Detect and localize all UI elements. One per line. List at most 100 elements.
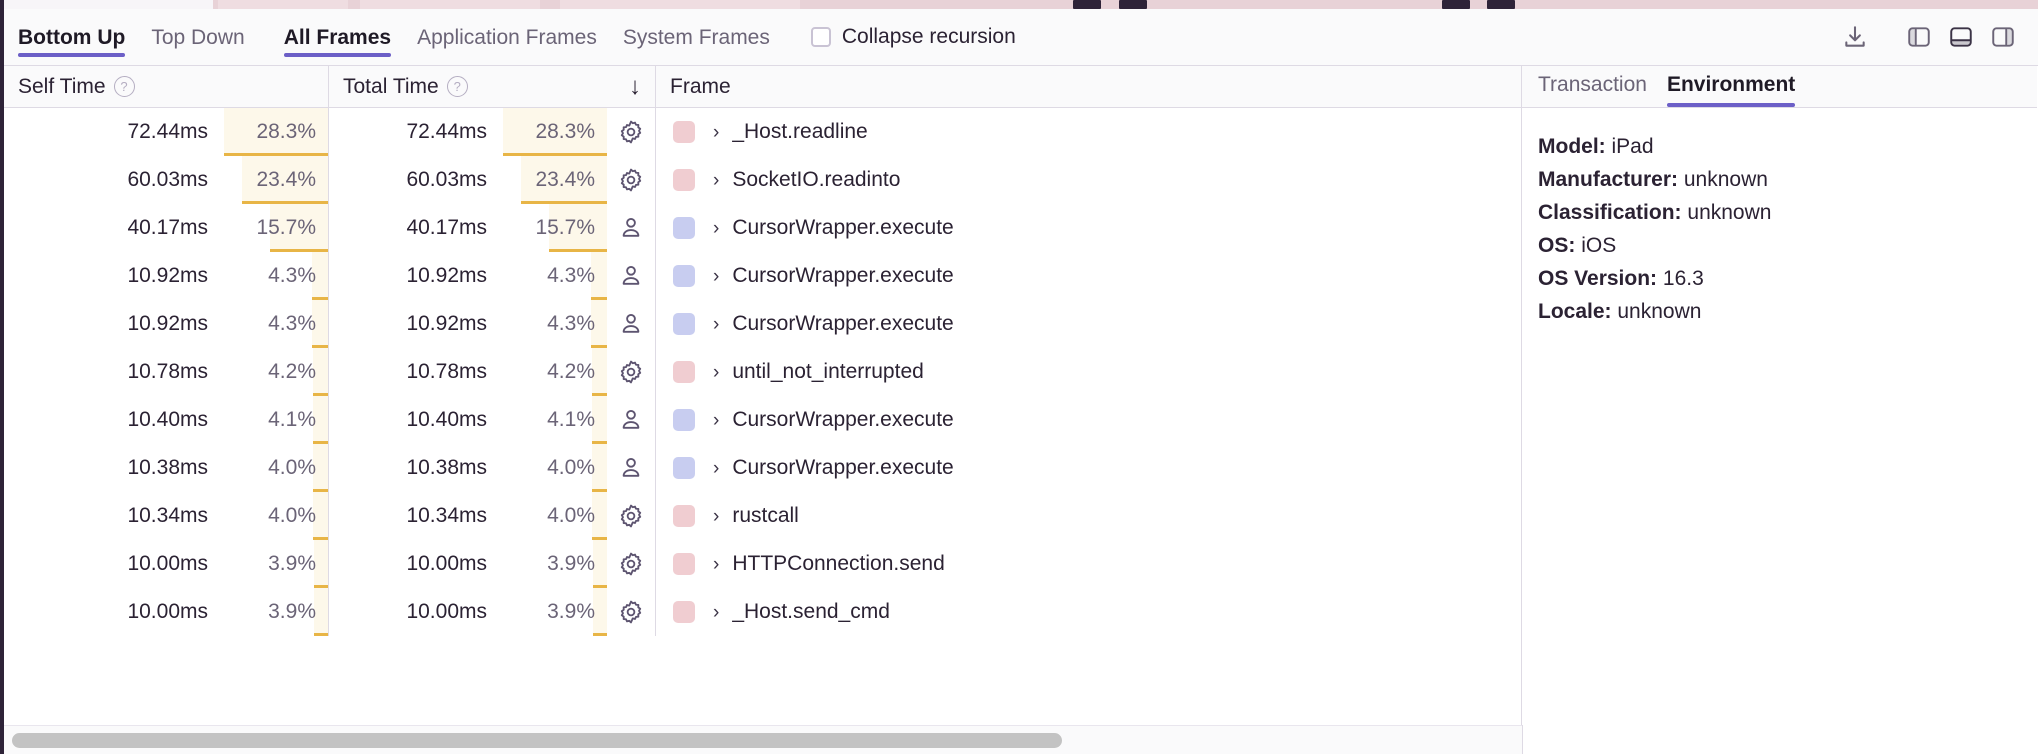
tab-environment[interactable]: Environment bbox=[1666, 65, 1796, 107]
left-spine bbox=[0, 0, 4, 754]
tab-transaction[interactable]: Transaction bbox=[1538, 73, 1647, 96]
environment-row: Classification: unknown bbox=[1538, 196, 2037, 229]
self-time-value: 10.38ms bbox=[127, 456, 208, 479]
total-time-value: 10.38ms bbox=[406, 456, 487, 479]
flamegraph-segment-dark bbox=[1119, 0, 1147, 9]
person-icon[interactable] bbox=[607, 300, 655, 348]
percent-value-self: 3.9% bbox=[268, 600, 316, 623]
tab-application-frames[interactable]: Application Frames bbox=[417, 25, 597, 49]
percent-fill bbox=[521, 156, 607, 204]
tab-all-frames[interactable]: All Frames bbox=[283, 9, 392, 66]
column-header-self-time[interactable]: Self Time ? bbox=[4, 66, 329, 107]
chevron-right-icon[interactable]: › bbox=[713, 121, 720, 143]
gear-icon[interactable] bbox=[607, 540, 655, 588]
frame-cell[interactable]: ›until_not_interrupted bbox=[656, 348, 1521, 396]
person-icon[interactable] bbox=[607, 252, 655, 300]
gear-icon[interactable] bbox=[607, 588, 655, 636]
frame-name: CursorWrapper.execute bbox=[732, 264, 954, 287]
chevron-right-icon[interactable]: › bbox=[713, 505, 720, 527]
tab-system-frames[interactable]: System Frames bbox=[622, 25, 770, 49]
chevron-right-icon[interactable]: › bbox=[713, 409, 720, 431]
column-header-total-time[interactable]: Total Time ? ↓ bbox=[329, 66, 656, 107]
download-icon[interactable] bbox=[1838, 20, 1872, 54]
chevron-right-icon[interactable]: › bbox=[713, 361, 720, 383]
panel-right-icon[interactable] bbox=[1986, 20, 2020, 54]
person-icon[interactable] bbox=[607, 444, 655, 492]
self-time-value: 10.34ms bbox=[127, 504, 208, 527]
collapse-recursion-label: Collapse recursion bbox=[841, 25, 1016, 48]
environment-value: unknown bbox=[1617, 300, 1702, 323]
panel-bottom-icon[interactable] bbox=[1944, 20, 1978, 54]
frame-cell[interactable]: ›rustcall bbox=[656, 492, 1521, 540]
percent-value-self: 4.1% bbox=[268, 408, 316, 431]
person-icon[interactable] bbox=[607, 204, 655, 252]
percent-value-total: 3.9% bbox=[547, 552, 595, 575]
frame-cell[interactable]: ›CursorWrapper.execute bbox=[656, 300, 1521, 348]
frame-cell[interactable]: ›CursorWrapper.execute bbox=[656, 204, 1521, 252]
horizontal-scrollbar-track[interactable] bbox=[4, 725, 1522, 754]
percent-cell-self: 4.0% bbox=[224, 492, 328, 540]
frame-cell[interactable]: ›CursorWrapper.execute bbox=[656, 444, 1521, 492]
chevron-right-icon[interactable]: › bbox=[713, 553, 720, 575]
percent-fill bbox=[313, 348, 328, 396]
percent-value-total: 4.0% bbox=[547, 504, 595, 527]
person-icon[interactable] bbox=[607, 396, 655, 444]
chevron-right-icon[interactable]: › bbox=[713, 217, 720, 239]
collapse-recursion-toggle[interactable]: Collapse recursion bbox=[810, 25, 1016, 49]
percent-bar bbox=[592, 441, 607, 444]
percent-bar bbox=[242, 201, 328, 204]
horizontal-scrollbar-thumb[interactable] bbox=[12, 733, 1062, 748]
gear-icon[interactable] bbox=[607, 108, 655, 156]
self-time-value: 72.44ms bbox=[127, 120, 208, 143]
column-header-frame[interactable]: Frame bbox=[656, 66, 1521, 107]
chevron-right-icon[interactable]: › bbox=[713, 265, 720, 287]
tab-bottom-up[interactable]: Bottom Up bbox=[18, 9, 126, 66]
gear-icon[interactable] bbox=[607, 348, 655, 396]
percent-fill bbox=[224, 108, 328, 156]
flamegraph-segment-dark bbox=[1442, 0, 1470, 9]
percent-fill bbox=[593, 540, 607, 588]
collapse-recursion-checkbox[interactable] bbox=[810, 27, 831, 47]
chevron-right-icon[interactable]: › bbox=[713, 169, 720, 191]
frame-cell[interactable]: ›CursorWrapper.execute bbox=[656, 396, 1521, 444]
chevron-right-icon[interactable]: › bbox=[713, 601, 720, 623]
percent-value-self: 4.3% bbox=[268, 264, 316, 287]
column-header-total-time-label: Total Time bbox=[343, 74, 439, 98]
help-icon[interactable]: ? bbox=[113, 76, 135, 97]
gear-icon[interactable] bbox=[607, 156, 655, 204]
frame-cell[interactable]: › CursorWrapper.execute bbox=[656, 252, 1521, 300]
percent-fill bbox=[503, 108, 607, 156]
chevron-right-icon[interactable]: › bbox=[713, 457, 720, 479]
gear-icon[interactable] bbox=[607, 492, 655, 540]
frame-cell[interactable]: › _Host.readline bbox=[656, 108, 1521, 156]
frame-cell[interactable]: ›_Host.send_cmd bbox=[656, 588, 1521, 636]
frame-cell[interactable]: ›HTTPConnection.send bbox=[656, 540, 1521, 588]
percent-bar bbox=[224, 153, 328, 156]
environment-key: Classification: bbox=[1538, 201, 1682, 224]
help-icon[interactable]: ? bbox=[446, 76, 468, 97]
tab-top-down[interactable]: Top Down bbox=[151, 25, 245, 49]
percent-fill bbox=[314, 588, 328, 636]
panel-left-icon[interactable] bbox=[1902, 20, 1936, 54]
chevron-right-icon[interactable]: › bbox=[713, 313, 720, 335]
frame-cell[interactable]: ›SocketIO.readinto bbox=[656, 156, 1521, 204]
percent-fill bbox=[591, 252, 607, 300]
sort-descending-icon[interactable]: ↓ bbox=[629, 72, 641, 100]
total-time-value: 10.40ms bbox=[406, 408, 487, 431]
frame-name: _Host.readline bbox=[732, 120, 868, 143]
